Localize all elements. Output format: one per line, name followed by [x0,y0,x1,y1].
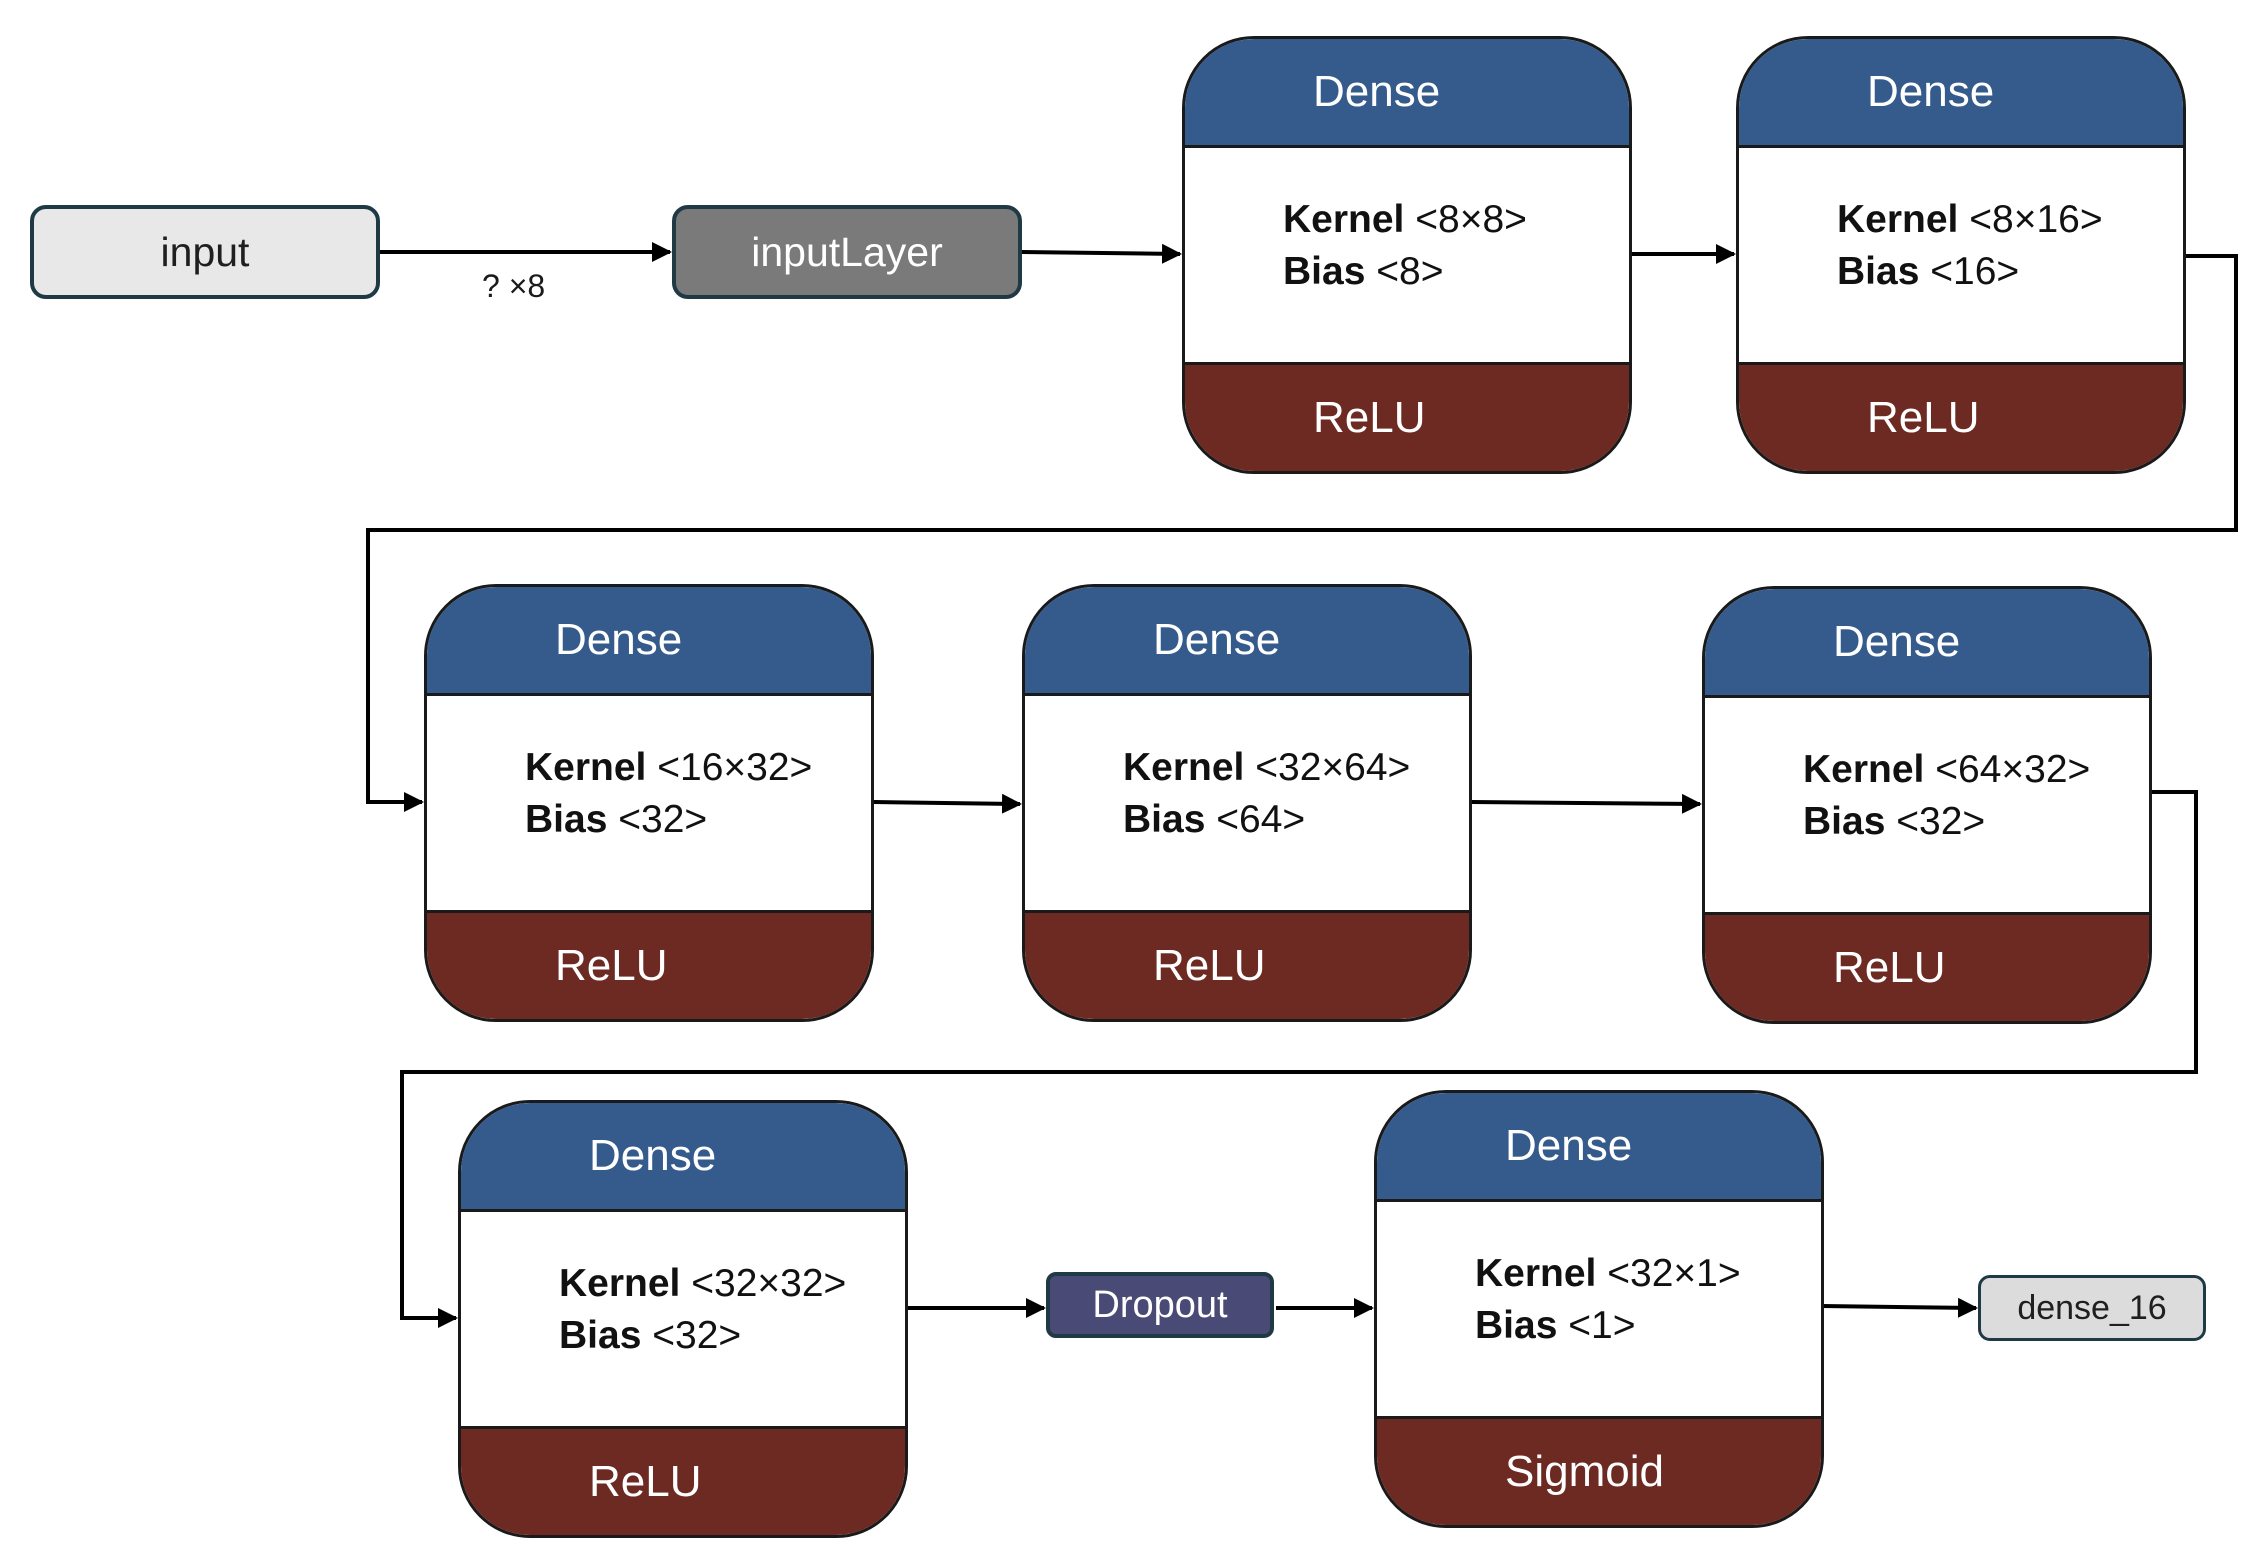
bias-label: Bias [1803,800,1886,843]
dense-layer-7[interactable]: Dense Kernel <32×1> Bias <1> Sigmoid [1374,1090,1824,1528]
dense-layer-params: Kernel <8×16> Bias <16> [1739,148,2183,362]
edge-dense2-to-dense3 [366,254,2238,812]
kernel-label: Kernel [525,746,647,789]
bias-label: Bias [559,1314,642,1357]
bias-label: Bias [1475,1304,1558,1347]
dense-layer-3[interactable]: Dense Kernel <16×32> Bias <32> ReLU [424,584,874,1022]
kernel-shape: <32×1> [1607,1252,1741,1295]
dense-layer-5[interactable]: Dense Kernel <64×32> Bias <32> ReLU [1702,586,2152,1024]
dense-layer-title: Dense [1025,587,1469,696]
kernel-label: Kernel [1803,748,1925,791]
bias-shape: <32> [1896,800,1986,843]
dense-layer-6[interactable]: Dense Kernel <32×32> Bias <32> ReLU [458,1100,908,1538]
kernel-shape: <8×16> [1969,198,2103,241]
kernel-shape: <8×8> [1415,198,1527,241]
activation-label: ReLU [1185,362,1629,471]
bias-shape: <1> [1568,1304,1636,1347]
dense-layer-4[interactable]: Dense Kernel <32×64> Bias <64> ReLU [1022,584,1472,1022]
input-node[interactable]: input [30,205,380,299]
kernel-label: Kernel [1475,1252,1597,1295]
bias-label: Bias [525,798,608,841]
input-layer-node[interactable]: inputLayer [672,205,1022,299]
dense-layer-title: Dense [461,1103,905,1212]
bias-shape: <64> [1216,798,1306,841]
dense-layer-1[interactable]: Dense Kernel <8×8> Bias <8> ReLU [1182,36,1632,474]
dense-layer-2[interactable]: Dense Kernel <8×16> Bias <16> ReLU [1736,36,2186,474]
dropout-node[interactable]: Dropout [1046,1272,1274,1338]
activation-label: ReLU [427,910,871,1019]
kernel-label: Kernel [1283,198,1405,241]
bias-shape: <16> [1930,250,2020,293]
bias-shape: <32> [652,1314,742,1357]
dense-layer-title: Dense [1705,589,2149,698]
bias-shape: <32> [618,798,708,841]
dense-layer-params: Kernel <16×32> Bias <32> [427,696,871,910]
dense-layer-params: Kernel <32×64> Bias <64> [1025,696,1469,910]
kernel-label: Kernel [1123,746,1245,789]
output-node[interactable]: dense_16 [1978,1275,2206,1341]
dense-layer-params: Kernel <32×32> Bias <32> [461,1212,905,1426]
bias-label: Bias [1123,798,1206,841]
kernel-shape: <64×32> [1935,748,2091,791]
activation-label: ReLU [1025,910,1469,1019]
edge-dense4-to-dense5 [1471,793,1702,814]
kernel-shape: <16×32> [657,746,813,789]
bias-shape: <8> [1376,250,1444,293]
dense-layer-title: Dense [1739,39,2183,148]
edge-dense7-to-output [1821,1297,1978,1318]
kernel-label: Kernel [1837,198,1959,241]
kernel-shape: <32×32> [691,1262,847,1305]
activation-label: Sigmoid [1377,1416,1821,1525]
kernel-shape: <32×64> [1255,746,1411,789]
dense-layer-title: Dense [1185,39,1629,148]
dense-layer-params: Kernel <32×1> Bias <1> [1377,1202,1821,1416]
edge-dense3-to-dense4 [873,793,1022,814]
dense-layer-title: Dense [427,587,871,696]
bias-label: Bias [1283,250,1366,293]
edge-inputlayer-to-dense1 [1021,243,1182,264]
dense-layer-title: Dense [1377,1093,1821,1202]
dense-layer-params: Kernel <64×32> Bias <32> [1705,698,2149,912]
edge-shape-label: ? ×8 [482,268,546,304]
bias-label: Bias [1837,250,1920,293]
kernel-label: Kernel [559,1262,681,1305]
activation-label: ReLU [461,1426,905,1535]
activation-label: ReLU [1705,912,2149,1021]
dense-layer-params: Kernel <8×8> Bias <8> [1185,148,1629,362]
activation-label: ReLU [1739,362,2183,471]
edge-dense5-to-dense6 [400,790,2198,1328]
